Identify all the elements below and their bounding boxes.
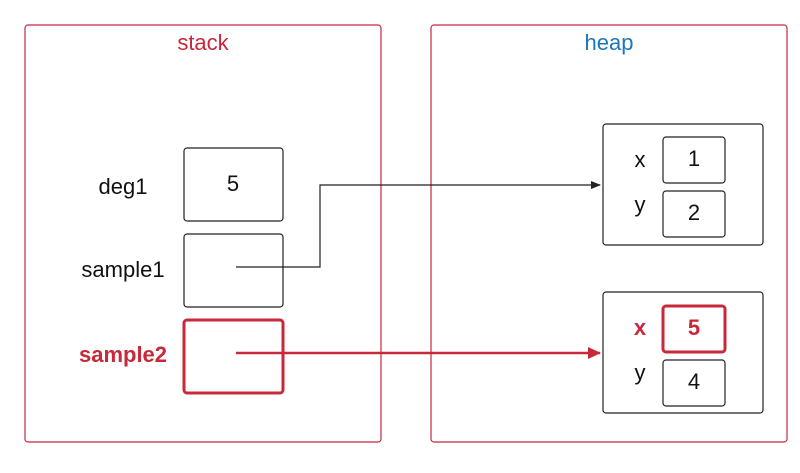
variable-box — [183, 233, 284, 308]
stack-title: stack — [177, 30, 229, 55]
heap-panel-border — [430, 24, 788, 443]
reference-arrow-sample1 — [236, 181, 601, 268]
field-name: x — [634, 315, 647, 340]
heap-object-2: x 5 y 4 — [602, 291, 764, 414]
field-value: 5 — [688, 315, 700, 340]
heap-panel: heap x 1 y 2 x 5 y 4 — [430, 24, 788, 443]
stack-panel-border — [24, 24, 382, 443]
heap-title: heap — [585, 30, 634, 55]
variable-name: sample2 — [79, 342, 167, 367]
variable-box — [182, 318, 285, 395]
variable-name: sample1 — [81, 257, 164, 282]
field-box — [662, 190, 726, 238]
stack-variable-sample1: sample1 — [81, 233, 284, 308]
variable-box — [183, 147, 284, 222]
field-value: 1 — [688, 146, 700, 171]
heap-object-1: x 1 y 2 — [602, 123, 764, 246]
field-value: 4 — [688, 369, 700, 394]
variable-value: 5 — [227, 171, 239, 196]
stack-variable-deg1: deg1 5 — [99, 147, 284, 222]
field-value: 2 — [688, 200, 700, 225]
field-name: y — [635, 192, 646, 217]
field-box — [662, 359, 726, 407]
field-name: x — [635, 147, 646, 172]
field-box — [661, 304, 727, 354]
stack-variable-sample2: sample2 — [79, 318, 285, 395]
stack-panel: stack deg1 5 sample1 sample2 — [24, 24, 382, 443]
variable-name: deg1 — [99, 174, 148, 199]
field-name: y — [635, 360, 646, 385]
field-box — [662, 136, 726, 184]
